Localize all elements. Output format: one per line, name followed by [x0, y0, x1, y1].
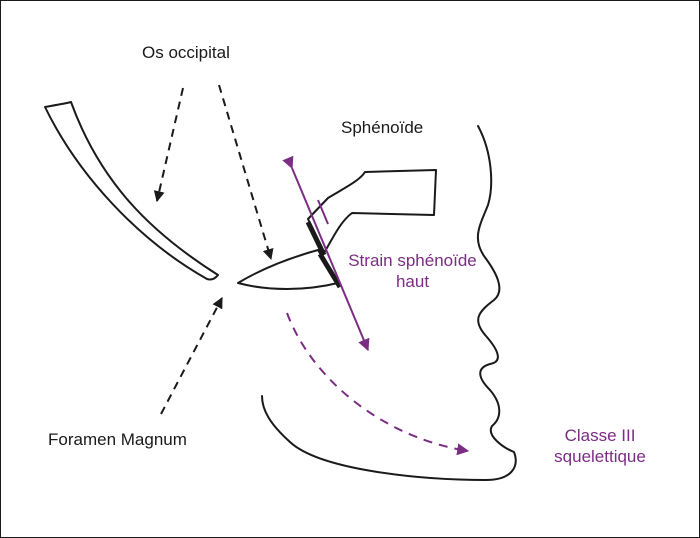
rotation-curved-arrow: [286, 312, 470, 456]
face-profile-outline: [261, 125, 517, 481]
occipital-bone-shape: [44, 101, 219, 281]
occipital-arrow-right: [218, 84, 274, 261]
classe-label-line2: squelettique: [554, 447, 646, 466]
foramen-magnum-arrow: [160, 297, 223, 415]
strain-axis-double-arrow: [282, 155, 370, 352]
os-occipital-label: Os occipital: [142, 43, 230, 62]
sphenoid-body-shape: [307, 169, 437, 254]
foramen-magnum-label: Foramen Magnum: [48, 430, 187, 449]
strain-label-line1: Strain sphénoïde: [348, 251, 477, 270]
strain-label-line2: haut: [395, 272, 430, 291]
strain-label: Strain sphénoïde haut: [335, 250, 490, 292]
occipital-arrow-left: [153, 87, 184, 203]
classe-label: Classe III squelettique: [545, 425, 655, 467]
classe-label-line1: Classe III: [564, 426, 636, 445]
sphenoide-label: Sphénoïde: [341, 118, 424, 137]
